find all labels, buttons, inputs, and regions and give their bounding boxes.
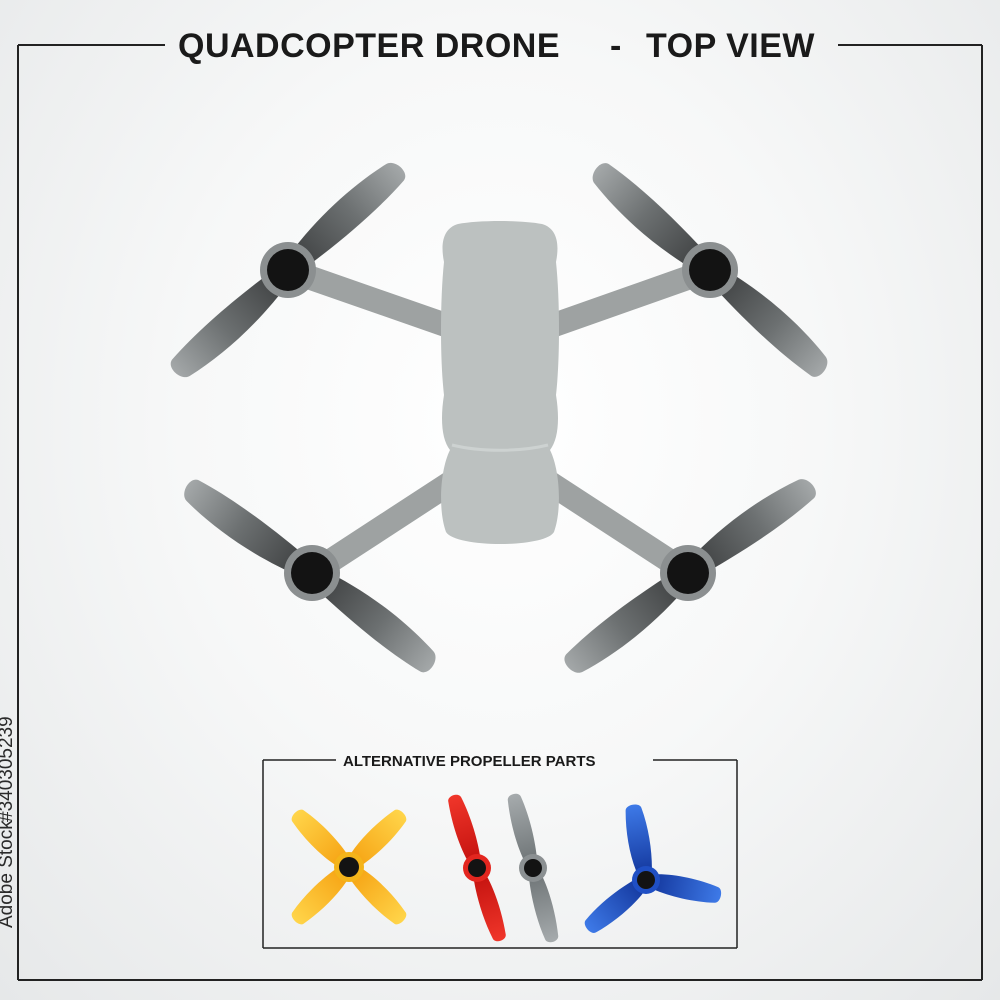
propeller-hub-icon <box>291 552 333 594</box>
propeller-hub-icon <box>267 249 309 291</box>
propeller-hub-icon <box>689 249 731 291</box>
propeller-front-left <box>165 154 411 386</box>
two-blade-propeller-icon <box>444 792 510 944</box>
propeller-hub-icon <box>667 552 709 594</box>
inset-frame <box>262 759 738 949</box>
three-blade-propeller-icon <box>580 802 724 938</box>
four-blade-propeller-icon <box>287 805 411 929</box>
drone-body-seam <box>451 443 549 452</box>
credit-prefix: Adobe Stock <box>0 820 17 928</box>
drone-body-icon <box>441 221 559 544</box>
title-separator: - <box>610 27 622 65</box>
propeller-rear-right <box>559 470 821 681</box>
outer-frame <box>17 44 983 981</box>
two-blade-propeller-icon <box>504 791 562 945</box>
inset-heading: ALTERNATIVE PROPELLER PARTS <box>343 753 596 770</box>
stock-credit: Adobe Stock #340305239 <box>0 716 17 928</box>
propeller-front-right <box>584 157 836 383</box>
propeller-rear-left <box>176 474 444 678</box>
title-left: QUADCOPTER DRONE <box>178 27 560 65</box>
credit-id: #340305239 <box>0 716 17 822</box>
title-right: TOP VIEW <box>646 27 815 65</box>
